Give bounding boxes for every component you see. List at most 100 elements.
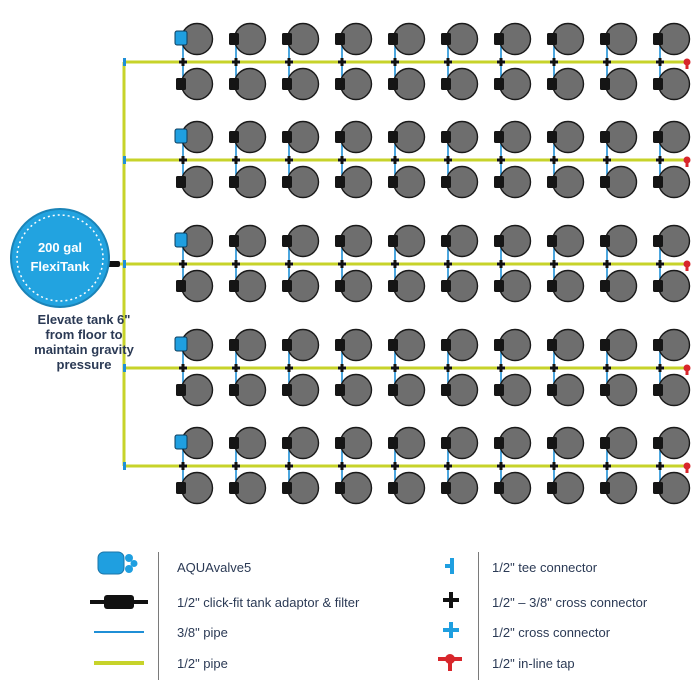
valve-box (441, 131, 451, 143)
cross-connector-h (338, 464, 346, 468)
aquavalve-icon (97, 551, 138, 575)
valve-box (282, 235, 292, 247)
valve-box (229, 384, 239, 396)
cross-connector-h (497, 60, 505, 64)
valve-box (494, 176, 504, 188)
valve-box (335, 33, 345, 45)
plant-pot (339, 426, 373, 460)
plant-pot (657, 426, 691, 460)
plant-pot (392, 426, 426, 460)
valve-box (282, 280, 292, 292)
cross-connector-h (179, 366, 187, 370)
valve-box (335, 437, 345, 449)
cross-connector-h (179, 262, 187, 266)
plant-pot (551, 426, 585, 460)
cross-connector-h (603, 60, 611, 64)
tee-connector-icon (445, 558, 454, 574)
plant-pot (445, 22, 479, 56)
aquavalve-box (174, 434, 188, 450)
legend-tank-adaptor-label: 1/2" click-fit tank adaptor & filter (177, 595, 360, 610)
legend-inline-tap-label: 1/2" in-line tap (492, 656, 575, 671)
tank-adaptor-icon (90, 595, 148, 609)
cross-connector-h (550, 366, 558, 370)
cross-connector-h (285, 464, 293, 468)
tee-connector (123, 58, 126, 66)
plant-pot (233, 165, 267, 199)
plant-pot (551, 471, 585, 505)
plant-pot (392, 224, 426, 258)
plant-pot (286, 67, 320, 101)
valve-box (547, 384, 557, 396)
valve-box (388, 482, 398, 494)
cross-connector-h (550, 158, 558, 162)
plant-pot (286, 22, 320, 56)
plant-pot (498, 426, 532, 460)
valve-box (335, 235, 345, 247)
plant-pot (604, 426, 638, 460)
valve-box (600, 78, 610, 90)
cross-connector-h (444, 366, 452, 370)
legend-divider-left (158, 552, 159, 680)
plant-pot (392, 328, 426, 362)
blue-cross-connector-icon (443, 622, 459, 638)
plant-pot (604, 373, 638, 407)
valve-box (600, 437, 610, 449)
valve-box (388, 339, 398, 351)
cross-connector-h (285, 158, 293, 162)
valve-box (494, 33, 504, 45)
cross-connector-h (444, 262, 452, 266)
plant-pot (604, 224, 638, 258)
legend-aquavalve-label: AQUAvalve5 (177, 560, 252, 575)
cross-connector-h (391, 366, 399, 370)
plant-pot (604, 269, 638, 303)
plant-pot (286, 269, 320, 303)
cross-connector-h (656, 262, 664, 266)
plant-pot (604, 471, 638, 505)
plant-pot (286, 120, 320, 154)
valve-box (441, 280, 451, 292)
valve-box (653, 384, 663, 396)
valve-box (653, 131, 663, 143)
inline-tap-handle (685, 370, 689, 375)
flexitank: 200 gal FlexiTank (10, 208, 110, 308)
fittings (104, 30, 691, 494)
plant-pot (286, 471, 320, 505)
cross-connector-h (232, 464, 240, 468)
valve-box (388, 384, 398, 396)
plant-pot (604, 328, 638, 362)
cross-connector-h (603, 366, 611, 370)
inline-tap (683, 462, 691, 470)
plant-pot (604, 165, 638, 199)
plant-pot (657, 165, 691, 199)
valve-box (494, 437, 504, 449)
plant-pot (445, 165, 479, 199)
plant-pot (551, 328, 585, 362)
irrigation-diagram: 200 gal FlexiTank (10, 22, 691, 505)
plant-pot (551, 224, 585, 258)
valve-box (600, 482, 610, 494)
plant-pot (233, 373, 267, 407)
plant-pot (498, 269, 532, 303)
valve-box (282, 131, 292, 143)
plant-pot (604, 120, 638, 154)
cross-connector-h (285, 60, 293, 64)
cross-connector-h (232, 158, 240, 162)
plant-pot (339, 120, 373, 154)
inline-tap-handle (685, 162, 689, 167)
cross-connector-h (603, 158, 611, 162)
plant-pot (392, 165, 426, 199)
cross-connector-h (391, 262, 399, 266)
valve-box (547, 235, 557, 247)
valve-box (494, 78, 504, 90)
inline-tap (683, 58, 691, 66)
cross-connector-h (603, 262, 611, 266)
plant-pot (392, 67, 426, 101)
plant-pot (498, 328, 532, 362)
valve-box (653, 235, 663, 247)
cross-connector-h (179, 464, 187, 468)
legend-symbols-left (90, 551, 148, 665)
valve-box (653, 339, 663, 351)
note-line: pressure (56, 357, 112, 372)
plant-pot (498, 471, 532, 505)
plant-pot (233, 269, 267, 303)
